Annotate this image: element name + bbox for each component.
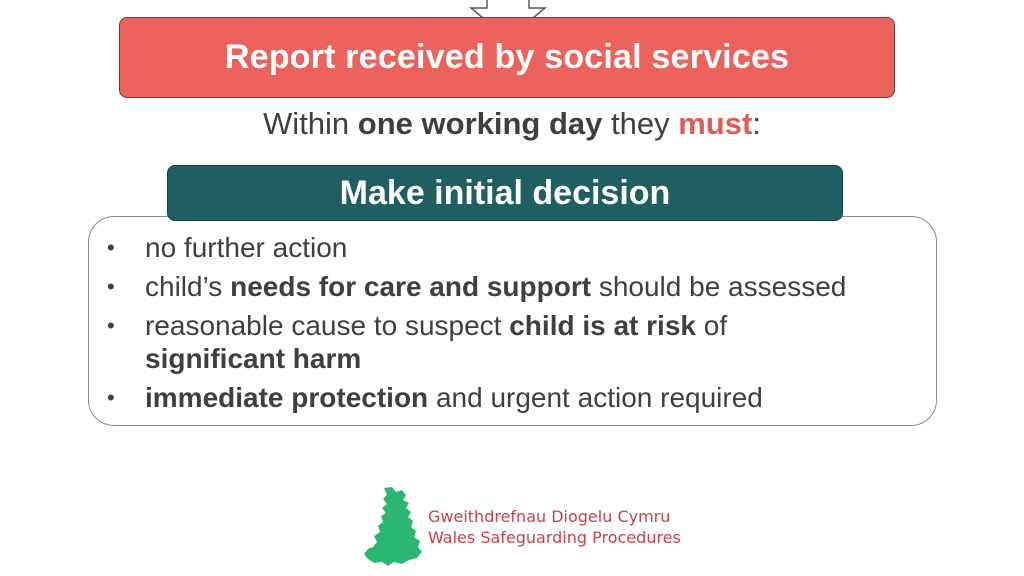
timeframe-middle: they	[602, 106, 679, 141]
option-emphasis: child is at risk	[509, 310, 696, 341]
bullet: •	[107, 385, 115, 410]
option-text: reasonable cause to suspect	[145, 310, 510, 341]
option-needs-assessment: • child’s needs for care and support shou…	[89, 270, 925, 303]
option-emphasis: needs for care and support	[230, 271, 592, 302]
bullet: •	[107, 235, 115, 260]
option-immediate-protection: • immediate protection and urgent action …	[89, 381, 925, 414]
timeframe-prefix: Within	[263, 106, 358, 141]
option-text: no further action	[145, 232, 348, 263]
option-text: and urgent action required	[428, 382, 763, 413]
wales-map-icon	[364, 487, 422, 566]
option-no-further-action: • no further action	[89, 231, 925, 264]
report-title: Report received by social services	[224, 38, 790, 76]
logo-text: Gweithdrefnau Diogelu Cymru Wales Safegu…	[428, 506, 681, 548]
option-risk-of-harm: • reasonable cause to suspect child is at…	[89, 309, 925, 375]
timeframe-text: Within one working day they must:	[0, 106, 1024, 142]
timeframe-emphasis: one working day	[357, 106, 603, 141]
bullet: •	[107, 274, 115, 299]
logo-line-english: Wales Safeguarding Procedures	[428, 528, 681, 547]
decision-options-list: • no further action • child’s needs for ca…	[89, 231, 925, 420]
timeframe-must: must	[678, 106, 753, 141]
report-received-box: Report received by social services	[119, 17, 895, 98]
decision-options-box: • no further action • child’s needs for ca…	[88, 216, 937, 426]
option-text: of	[695, 310, 728, 341]
decision-title: Make initial decision	[339, 173, 671, 212]
option-text: child’s	[145, 271, 231, 302]
wales-safeguarding-logo: Gweithdrefnau Diogelu Cymru Wales Safegu…	[362, 486, 681, 568]
option-text: should be assessed	[591, 271, 847, 302]
timeframe-suffix: :	[752, 106, 761, 141]
bullet: •	[107, 313, 115, 338]
option-emphasis: significant harm	[145, 343, 362, 374]
option-emphasis: immediate protection	[145, 382, 429, 413]
initial-decision-box: Make initial decision	[167, 165, 843, 221]
logo-line-welsh: Gweithdrefnau Diogelu Cymru	[428, 507, 671, 526]
